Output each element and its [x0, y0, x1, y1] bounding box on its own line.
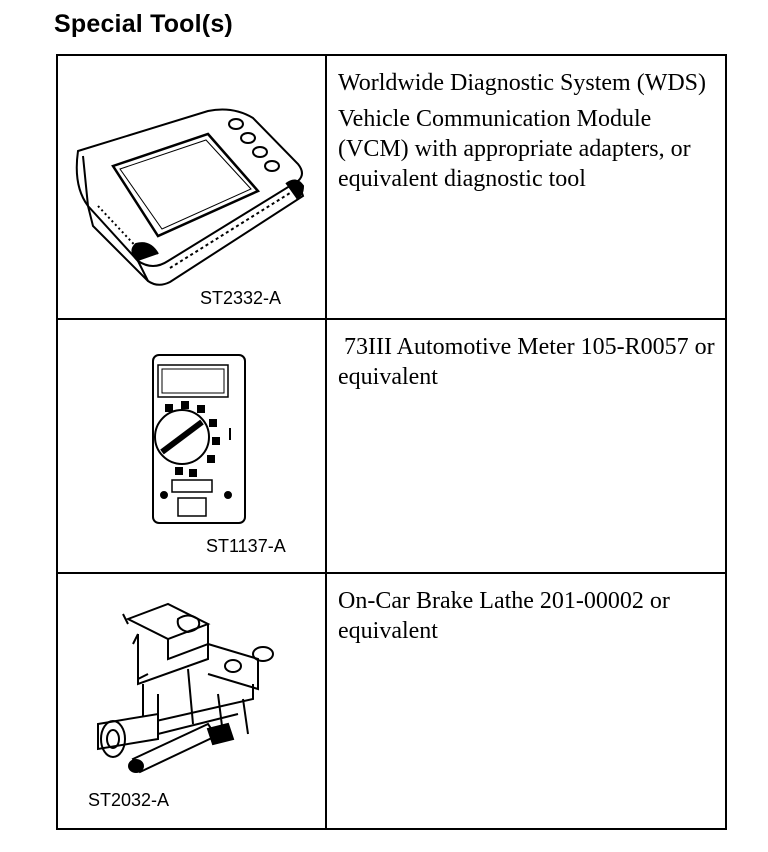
- tool-row: ST1137-A 73III Automotive Meter 105-R005…: [56, 318, 727, 574]
- tool-description-cell: 73III Automotive Meter 105-R0057 or equi…: [325, 318, 727, 574]
- tool-image-cell: ST2332-A: [56, 54, 327, 320]
- tool-description-line: Worldwide Diagnostic System (WDS): [338, 70, 707, 96]
- tool-image-label: ST2032-A: [88, 790, 170, 810]
- brake-lathe-illustration: [97, 602, 274, 774]
- tool-image-label: ST2332-A: [200, 288, 282, 308]
- tool-description-line: Vehicle Communication Module (VCM) with …: [338, 106, 691, 192]
- tool-row: ST2332-A Worldwide Diagnostic System (WD…: [56, 54, 727, 320]
- tool-description-line: 73III Automotive Meter 105-R0057 or equi…: [338, 334, 721, 390]
- page-title: Special Tool(s): [54, 10, 233, 38]
- tool-image-cell: ST2032-A: [56, 572, 327, 830]
- special-tools-table: ST2332-A Worldwide Diagnostic System (WD…: [56, 54, 727, 830]
- tool-image-label: ST1137-A: [206, 536, 286, 556]
- diagnostic-tablet-illustration: [75, 108, 305, 286]
- multimeter-illustration: [152, 354, 246, 524]
- tool-description-cell: Worldwide Diagnostic System (WDS) Vehicl…: [325, 54, 727, 320]
- tool-description-cell: On-Car Brake Lathe 201-00002 or equivale…: [325, 572, 727, 830]
- tool-row: ST2032-A On-Car Brake Lathe 201-00002 or…: [56, 572, 727, 830]
- tool-description-line: On-Car Brake Lathe 201-00002 or equivale…: [338, 588, 670, 644]
- tool-image-cell: ST1137-A: [56, 318, 327, 574]
